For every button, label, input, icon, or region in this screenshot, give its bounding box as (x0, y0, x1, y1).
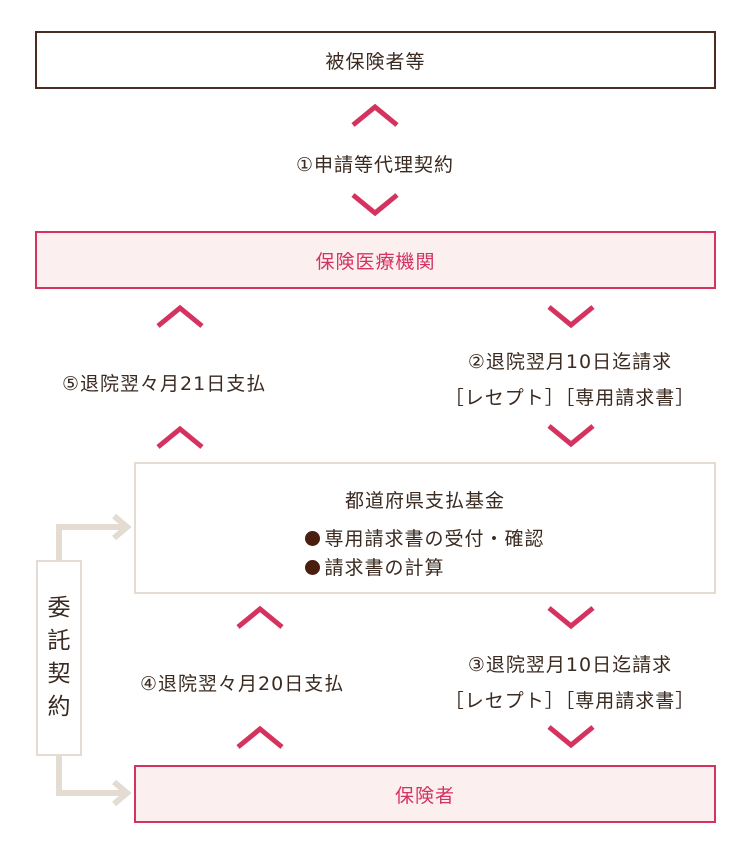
bullet-icon (305, 560, 321, 575)
chevron-down-icon (351, 193, 399, 217)
arrow-right-icon (112, 513, 132, 541)
fund-box: 都道府県支払基金 専用請求書の受付・確認 請求書の計算 (134, 462, 716, 594)
commission-char: 約 (47, 694, 71, 720)
chevron-up-icon (351, 103, 399, 127)
chevron-down-icon (547, 424, 595, 448)
hospital-box: 保険医療機関 (35, 231, 716, 289)
insurer-label: 保険者 (394, 784, 455, 807)
commission-char: 契 (47, 661, 71, 687)
commission-char: 託 (47, 628, 71, 654)
chevron-up-icon (236, 725, 284, 749)
arrow-right-icon (112, 779, 132, 807)
step1-label: ①申請等代理契約 (295, 154, 455, 176)
chevron-up-icon (156, 425, 204, 449)
chevron-down-icon (547, 606, 595, 630)
fund-item: 専用請求書の受付・確認 (305, 525, 544, 554)
chevron-up-icon (156, 304, 204, 328)
insured-box: 被保険者等 (35, 31, 716, 89)
commission-box: 委 託 契 約 (36, 560, 82, 756)
chevron-down-icon (547, 305, 595, 329)
commission-char: 委 (47, 595, 71, 621)
chevron-down-icon (547, 725, 595, 749)
insured-label: 被保険者等 (325, 50, 426, 73)
chevron-up-icon (236, 605, 284, 629)
fund-item: 請求書の計算 (305, 554, 544, 583)
step3-label-line2: ［レセプト］［専用請求書］ (444, 690, 696, 712)
step4-label: ④退院翌々月20日支払 (140, 673, 345, 695)
fund-title: 都道府県支払基金 (344, 490, 505, 512)
fund-items: 専用請求書の受付・確認 請求書の計算 (305, 525, 544, 583)
insurer-box: 保険者 (134, 765, 716, 823)
bullet-icon (305, 531, 321, 546)
hospital-label: 保険医療機関 (315, 250, 436, 273)
step2-label-line2: ［レセプト］［専用請求書］ (444, 387, 696, 409)
step3-label-line1: ③退院翌月10日迄請求 (467, 654, 673, 676)
step5-label: ⑤退院翌々月21日支払 (62, 373, 267, 395)
step2-label-line1: ②退院翌月10日迄請求 (467, 351, 673, 373)
